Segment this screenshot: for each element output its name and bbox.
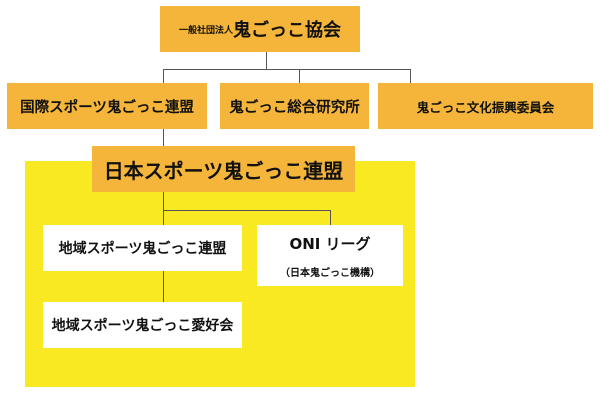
connector <box>410 69 411 83</box>
japan-federation-box: 日本スポーツ鬼ごっこ連盟 <box>92 146 355 192</box>
regional-league-box: 地域スポーツ鬼ごっこ連盟 <box>43 225 242 271</box>
research-institute-label: 鬼ごっこ総合研究所 <box>229 99 360 116</box>
research-institute-box: 鬼ごっこ総合研究所 <box>220 83 369 129</box>
regional-league-label: 地域スポーツ鬼ごっこ連盟 <box>58 241 227 257</box>
connector <box>163 271 164 302</box>
connector <box>266 52 267 69</box>
root-org-box: 一般社団法人 鬼ごっこ協会 <box>160 6 360 52</box>
connector <box>163 129 164 146</box>
regional-club-box: 地域スポーツ鬼ごっこ愛好会 <box>43 302 242 348</box>
connector <box>299 69 300 83</box>
root-org-prefix: 一般社団法人 <box>178 25 233 36</box>
oni-league-sub: （日本鬼ごっこ機構） <box>280 267 380 279</box>
japan-federation-label: 日本スポーツ鬼ごっこ連盟 <box>103 158 344 183</box>
root-org-name: 鬼ごっこ協会 <box>233 20 341 41</box>
oni-league-box: ONI リーグ （日本鬼ごっこ機構） <box>257 225 403 286</box>
intl-federation-label: 国際スポーツ鬼ごっこ連盟 <box>20 99 194 116</box>
oni-league-label: ONI リーグ <box>289 234 371 253</box>
connector <box>330 210 331 225</box>
culture-committee-box: 鬼ごっこ文化振興委員会 <box>378 83 593 129</box>
connector <box>163 69 411 70</box>
connector <box>163 69 164 83</box>
connector <box>163 192 164 225</box>
connector <box>163 210 331 211</box>
regional-club-label: 地域スポーツ鬼ごっこ愛好会 <box>51 318 234 334</box>
culture-committee-label: 鬼ごっこ文化振興委員会 <box>416 99 555 115</box>
intl-federation-box: 国際スポーツ鬼ごっこ連盟 <box>7 83 207 129</box>
